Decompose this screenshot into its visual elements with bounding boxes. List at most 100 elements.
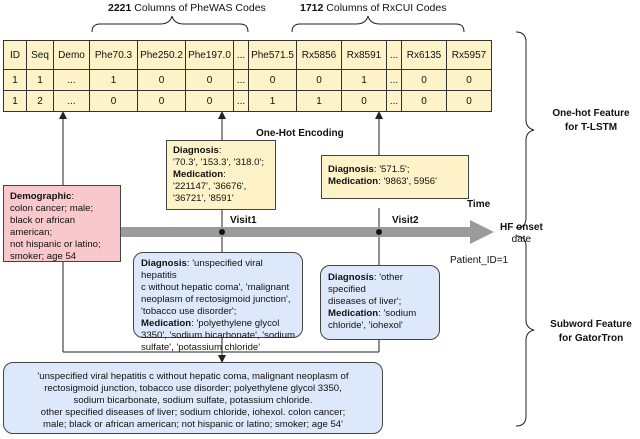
one-hot-brace: [515, 31, 535, 229]
diagnosis-label: Diagnosis: [173, 145, 219, 156]
column-header: Rx8591: [341, 40, 387, 70]
diagnosis-label: Diagnosis: [328, 272, 374, 283]
table-cell: 0: [137, 90, 186, 112]
rxcui-text: Columns of RxCUI Codes: [326, 2, 447, 14]
subword-brace: [515, 235, 535, 427]
table-row: 1 1 ... 1 0 0 ... 0 0 1 ... 0 0: [3, 69, 492, 91]
table-cell: 0: [89, 90, 138, 112]
table-cell: 1: [3, 90, 27, 112]
medication-codes: : '9863', 5956': [378, 176, 437, 187]
visit2-codes-box: Diagnosis: '571.5'; Medication: '9863', …: [321, 155, 469, 199]
one-hot-table: ID Seq Demo Phe70.3 Phe250.2 Phe197.0 ..…: [3, 40, 492, 112]
visit1-text-line: neoplasm of rectosigmoid junction',: [141, 294, 291, 305]
demographic-label: Demographic: [10, 191, 72, 202]
table-cell: 0: [401, 90, 447, 112]
one-hot-feature-line1: One-hot Feature: [552, 108, 630, 119]
table-cell: 1: [248, 90, 297, 112]
table-cell: ...: [233, 90, 249, 112]
visit1-text-line: : 'polyethylene glycol: [191, 318, 280, 329]
timeline-arrow: [118, 220, 494, 244]
column-header: Rx5957: [446, 40, 492, 70]
subword-feature-label: Subword Feature for GatorTron: [548, 318, 634, 346]
one-hot-feature-line2: for T-LSTM: [564, 122, 618, 133]
visit1-text-line: 'tobacco use disorder';: [141, 306, 237, 317]
table-cell: 0: [296, 69, 342, 91]
visit1-text-line: c without hepatic coma', 'malignant: [141, 282, 290, 293]
visit1-codes-box: Diagnosis: '70.3', '153.3', '318.0'; Med…: [166, 140, 276, 210]
rxcui-header: 1712 Columns of RxCUI Codes: [300, 2, 447, 14]
column-header: Rx5856: [296, 40, 342, 70]
demographic-text: black or african american;: [10, 215, 76, 238]
table-cell: 0: [185, 69, 234, 91]
demographic-box: Demographic: colon cancer; male; black o…: [3, 185, 121, 262]
table-cell: ...: [233, 69, 249, 91]
diagnosis-label: Diagnosis: [141, 258, 187, 269]
table-cell: 0: [185, 90, 234, 112]
table-cell: ...: [386, 69, 402, 91]
medication-codes: '221147', '36676',: [173, 181, 247, 192]
visit1-text-line: 3350', 'sodium bicarbonate', 'sodium: [141, 330, 295, 341]
hf-onset-line2: date: [511, 234, 532, 245]
demographic-text: smoker; age 54: [10, 251, 77, 262]
demographic-colon: :: [71, 191, 74, 202]
visit2-text-line: : 'other specified: [328, 272, 403, 295]
visit1-text-box: Diagnosis: 'unspecified viral hepatitis …: [133, 252, 303, 353]
patient-id-label: Patient_ID=1: [450, 255, 509, 266]
column-header: Phe250.2: [137, 40, 186, 70]
rxcui-brace: [291, 15, 465, 33]
table-cell: 1: [26, 69, 54, 91]
table-cell: 1: [341, 69, 387, 91]
hf-onset-line1: HF onset: [500, 222, 543, 233]
medication-codes: '36721', '8591': [173, 193, 234, 204]
table-cell: 0: [446, 90, 492, 112]
table-cell: 0: [248, 69, 297, 91]
column-header: Phe70.3: [89, 40, 138, 70]
visit2-text-line: : 'sodium: [378, 308, 417, 319]
medication-colon: :: [223, 169, 226, 180]
diagnosis-colon: :: [218, 145, 222, 156]
hf-onset-label: HF onset date: [500, 222, 543, 246]
subword-feature-line1: Subword Feature: [550, 319, 632, 330]
phewas-header: 2221 Columns of PheWAS Codes: [108, 2, 266, 14]
one-hot-encoding-label: One-Hot Encoding: [256, 128, 344, 139]
table-cell: 0: [401, 69, 447, 91]
column-header: Seq: [26, 40, 54, 70]
diagnosis-codes: '70.3', '153.3', '318.0';: [173, 157, 265, 168]
phewas-brace: [91, 15, 249, 33]
column-header: ID: [3, 40, 27, 70]
table-cell: 1: [3, 69, 27, 91]
demographic-text: colon cancer; male;: [10, 203, 94, 214]
table-cell: 1: [89, 69, 138, 91]
rxcui-count: 1712: [300, 2, 324, 14]
table-cell: 2: [26, 90, 54, 112]
visit1-text-line: sulfate', 'potassium chloride': [141, 342, 261, 353]
table-row: 1 2 ... 0 0 0 ... 1 1 0 ... 0 0: [3, 90, 492, 112]
visit1-label: Visit1: [230, 215, 257, 226]
column-header: Phe571.5: [248, 40, 297, 70]
combined-text-line: rectosigmoid junction, tobacco use disor…: [44, 383, 342, 394]
demographic-text: not hispanic or latino;: [10, 239, 101, 250]
medication-label: Medication: [328, 176, 379, 187]
column-header: Phe197.0: [185, 40, 234, 70]
table-cell: 0: [446, 69, 492, 91]
combined-text-line: other specified diseases of liver; sodiu…: [40, 407, 346, 418]
table-cell: ...: [53, 90, 90, 112]
phewas-text: Columns of PheWAS Codes: [134, 2, 266, 14]
column-header: Demo: [53, 40, 90, 70]
table-cell: ...: [386, 90, 402, 112]
medication-label: Medication: [141, 318, 192, 329]
diagnosis-label: Diagnosis: [328, 164, 374, 175]
table-cell: 0: [137, 69, 186, 91]
column-header: Rx6135: [401, 40, 447, 70]
column-header: ...: [233, 40, 249, 70]
combined-text-line: sodium bicarbonate, sodium sulfate, pota…: [73, 395, 313, 406]
phewas-count: 2221: [108, 2, 132, 14]
visit1-text-line: : 'unspecified viral hepatitis: [141, 258, 263, 281]
medication-label: Medication: [173, 169, 224, 180]
column-header: ...: [386, 40, 402, 70]
time-label: Time: [467, 199, 491, 210]
medication-label: Medication: [328, 308, 379, 319]
visit2-label: Visit2: [392, 215, 419, 226]
combined-text-line: 'unspecified viral hepatitis c without h…: [37, 371, 349, 382]
